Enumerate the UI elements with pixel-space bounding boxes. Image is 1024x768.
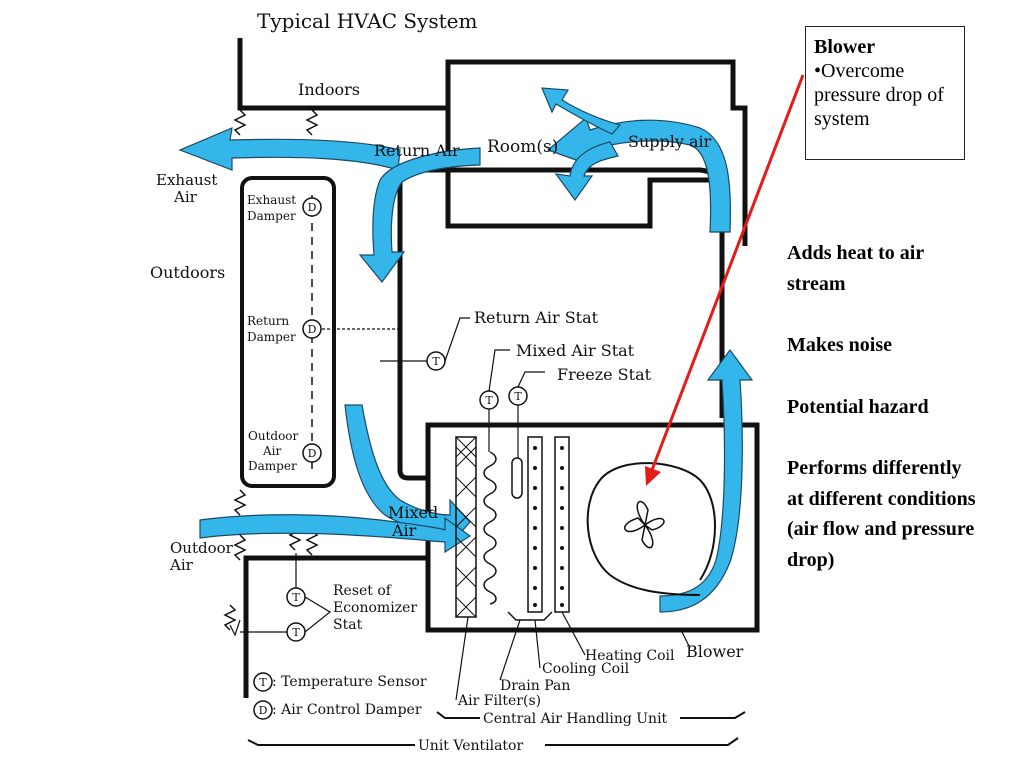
label-exhaust-damper-1: Exhaust	[247, 193, 296, 207]
diagram-labels: Indoors Outdoors Exhaust Air Outdoor Air…	[150, 80, 744, 754]
label-air-filters: Air Filter(s)	[457, 693, 541, 709]
label-mixed-air-1: Mixed	[388, 503, 438, 522]
wall-break-marks	[223, 109, 319, 631]
label-mixed-air-stat: Mixed Air Stat	[516, 341, 635, 360]
note-hazard: Potential hazard	[787, 395, 929, 418]
label-reset-3: Stat	[333, 617, 363, 633]
cooling-coil	[527, 436, 570, 613]
label-mixed-air-2: Air	[391, 521, 417, 540]
supply-air-arrow-left	[554, 141, 619, 202]
callout-bullet: •Overcome pressure drop of system	[814, 60, 944, 130]
label-rooms: Room(s)	[487, 137, 558, 157]
label-outdoors: Outdoors	[150, 263, 225, 282]
label-central-air-handling-unit: Central Air Handling Unit	[483, 711, 668, 727]
building-walls	[237, 38, 748, 481]
exhaust-air-arrow	[178, 127, 401, 171]
supply-air-arrow-upleft	[541, 87, 622, 135]
legend-d-symbol	[253, 700, 273, 720]
sensors	[253, 197, 528, 720]
label-exhaust-air-2: Air	[173, 188, 198, 206]
damper-column	[240, 176, 336, 488]
outdoor-air-damper-symbol	[302, 443, 322, 463]
label-return-damper-1: Return	[247, 314, 289, 328]
label-return-air-stat: Return Air Stat	[474, 308, 599, 327]
svg-text:T: T	[292, 626, 300, 639]
note-performance: Performs differently at different condit…	[787, 457, 976, 571]
svg-text:D: D	[259, 704, 268, 717]
drain-pan	[507, 611, 553, 621]
svg-text:T: T	[259, 676, 267, 689]
air-handling-unit-box	[425, 422, 760, 633]
note-noise: Makes noise	[787, 334, 892, 356]
unit-ventilator-box	[243, 555, 431, 698]
outdoor-air-arrow	[199, 514, 472, 554]
heating-coil-squiggle	[483, 451, 497, 605]
air-filter	[455, 436, 477, 618]
label-outdoor-air-2: Air	[169, 556, 194, 574]
label-outdoor-air-damper-1: Outdoor	[248, 429, 299, 443]
label-cooling-coil: Cooling Coil	[542, 661, 630, 677]
svg-text:T: T	[292, 591, 300, 604]
label-outdoor-air-1: Outdoor	[170, 539, 234, 557]
coil-dots	[533, 446, 564, 607]
diagram-title: Typical HVAC System	[257, 9, 477, 33]
label-blower: Blower	[686, 642, 744, 661]
blower-discharge-arrow	[659, 348, 754, 613]
sensor-letters: D D D T T T T T T D	[259, 201, 523, 717]
blower-callout: Blower •Overcome pressure drop of system	[805, 26, 965, 160]
label-supply-air: Supply air	[628, 132, 712, 151]
component-leaders	[455, 611, 691, 701]
label-freeze-stat: Freeze Stat	[557, 365, 652, 384]
blower-notes: Adds heat to air stream Makes noise Pote…	[787, 238, 977, 606]
svg-text:D: D	[308, 201, 317, 214]
exhaust-damper-symbol	[302, 197, 322, 217]
svg-text:T: T	[514, 390, 522, 403]
brackets	[247, 711, 746, 746]
label-return-damper-2: Damper	[247, 330, 296, 344]
label-outdoor-air-damper-3: Damper	[248, 459, 297, 473]
label-return-air: Return Air	[374, 141, 460, 160]
label-indoors: Indoors	[298, 80, 360, 99]
svg-text:T: T	[432, 355, 440, 368]
label-reset-2: Economizer	[333, 600, 417, 616]
svg-text:D: D	[308, 447, 317, 460]
label-exhaust-air-1: Exhaust	[156, 171, 217, 189]
callout-title: Blower	[814, 36, 876, 58]
svg-text:T: T	[485, 394, 493, 407]
return-damper-symbol	[302, 319, 322, 339]
label-drain-pan: Drain Pan	[500, 678, 570, 694]
return-air-arrow	[358, 147, 481, 283]
airflow-arrows	[178, 87, 754, 613]
note-heat: Adds heat to air stream	[787, 242, 924, 295]
supply-air-arrow-top	[546, 116, 732, 233]
blower-pointer-arrow	[645, 74, 805, 486]
svg-text:D: D	[308, 323, 317, 336]
freeze-stat-bulb	[511, 457, 523, 499]
blower-wheel	[586, 462, 716, 596]
label-unit-ventilator: Unit Ventilator	[418, 738, 523, 754]
label-outdoor-air-damper-2: Air	[262, 444, 282, 458]
legend-air-control-damper: : Air Control Damper	[272, 702, 422, 718]
label-exhaust-damper-2: Damper	[247, 209, 296, 223]
label-heating-coil: Heating Coil	[585, 648, 675, 664]
legend-temperature-sensor: : Temperature Sensor	[272, 674, 427, 690]
sensor-leaders	[229, 317, 545, 637]
label-reset-1: Reset of	[333, 583, 393, 599]
legend-t-symbol	[253, 672, 273, 692]
